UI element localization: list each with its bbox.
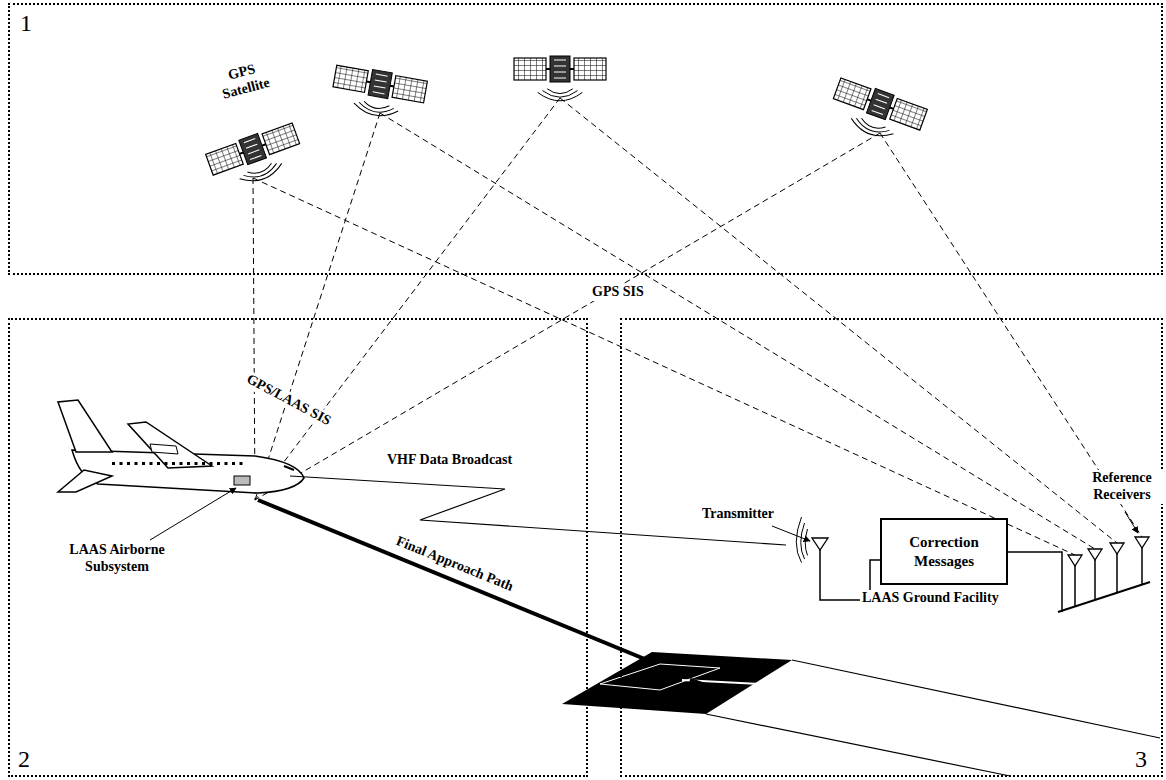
- region-number: 3: [1135, 747, 1147, 771]
- gps-satellite: [329, 63, 427, 123]
- gps-satellite: [514, 56, 606, 101]
- transmitter-antenna: [796, 517, 880, 600]
- gps-satellite: [205, 121, 307, 195]
- signal-label: GPS SIS: [590, 284, 646, 301]
- vhf-link: [290, 476, 786, 545]
- part-label: Reference Receivers: [1078, 470, 1166, 504]
- part-label: Transmitter: [700, 506, 776, 523]
- signal-line: [255, 113, 380, 500]
- leader-arrow: [150, 488, 236, 540]
- leader-arrow: [772, 526, 810, 541]
- signal-line: [255, 133, 880, 500]
- process-box: Correction Messages: [880, 518, 1008, 585]
- airborne-unit: [234, 476, 250, 485]
- satellite-label: GPS Satellite: [201, 54, 287, 107]
- facility-label: LAAS Ground Facility: [860, 590, 1001, 607]
- region-number: 1: [20, 11, 32, 35]
- signal-lines: [253, 98, 1142, 555]
- region-box: 1: [8, 3, 1163, 275]
- signal-label: GPS/LAAS SIS: [242, 370, 336, 430]
- region-box: 3 Correction Messages: [620, 318, 1163, 777]
- region-number: 2: [18, 747, 30, 771]
- signal-line: [380, 113, 1095, 549]
- link-label: VHF Data Broadcast: [385, 452, 514, 469]
- runway: [562, 652, 1160, 776]
- box-text: Correction Messages: [890, 533, 998, 571]
- aircraft: [58, 400, 304, 493]
- part-label: LAAS Airborne Subsystem: [45, 542, 189, 576]
- reference-receivers: [1008, 537, 1150, 612]
- signal-line: [253, 178, 255, 500]
- signal-line: [560, 98, 1117, 543]
- approach-path: [258, 500, 652, 662]
- leader-arrow: [1125, 512, 1138, 533]
- signal-line: [255, 98, 560, 500]
- gps-satellite: [826, 76, 928, 150]
- signal-line: [253, 178, 1075, 555]
